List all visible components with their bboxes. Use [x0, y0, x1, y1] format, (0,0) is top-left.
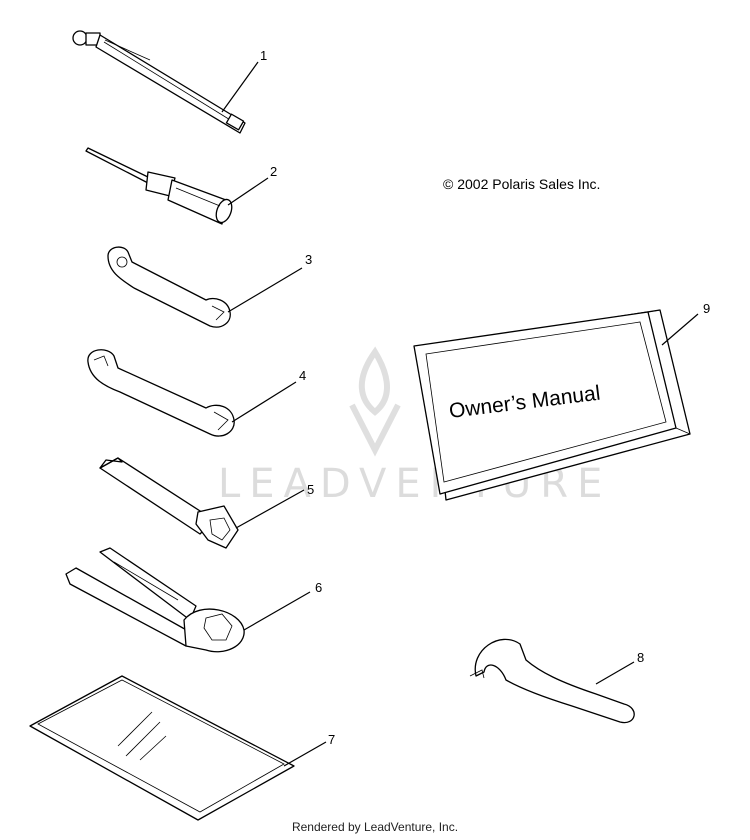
part-tool-holder — [65, 547, 245, 653]
callout-6: 6 — [315, 580, 322, 595]
leader-line-8 — [595, 661, 635, 685]
leader-line-3 — [227, 267, 303, 313]
callout-8: 8 — [637, 650, 644, 665]
leader-line-1 — [221, 61, 259, 113]
callout-4: 4 — [299, 368, 306, 383]
leader-line-5 — [235, 489, 305, 529]
leadventure-logo-icon — [349, 346, 401, 457]
callout-5: 5 — [307, 482, 314, 497]
callout-7: 7 — [328, 732, 335, 747]
callout-2: 2 — [270, 164, 277, 179]
callout-3: 3 — [305, 252, 312, 267]
leader-line-9 — [661, 313, 699, 346]
part-spanner-wrench — [469, 638, 635, 724]
leader-line-4 — [231, 381, 297, 423]
callout-1: 1 — [260, 48, 267, 63]
part-tool-bag — [29, 675, 295, 821]
part-screwdriver — [85, 147, 233, 225]
part-small-wrench — [107, 246, 231, 328]
leader-line-2 — [227, 177, 269, 206]
callout-9: 9 — [703, 301, 710, 316]
leader-line-6 — [243, 591, 311, 631]
leader-line-7 — [283, 741, 327, 767]
part-tire-pressure-gauge — [72, 30, 246, 134]
part-spark-plug-socket — [99, 457, 239, 549]
part-wrench — [87, 349, 235, 437]
part-owners-manual: Owner’s Manual — [413, 309, 691, 501]
footer-credit: Rendered by LeadVenture, Inc. — [291, 820, 459, 834]
copyright-text: © 2002 Polaris Sales Inc. — [443, 176, 600, 192]
